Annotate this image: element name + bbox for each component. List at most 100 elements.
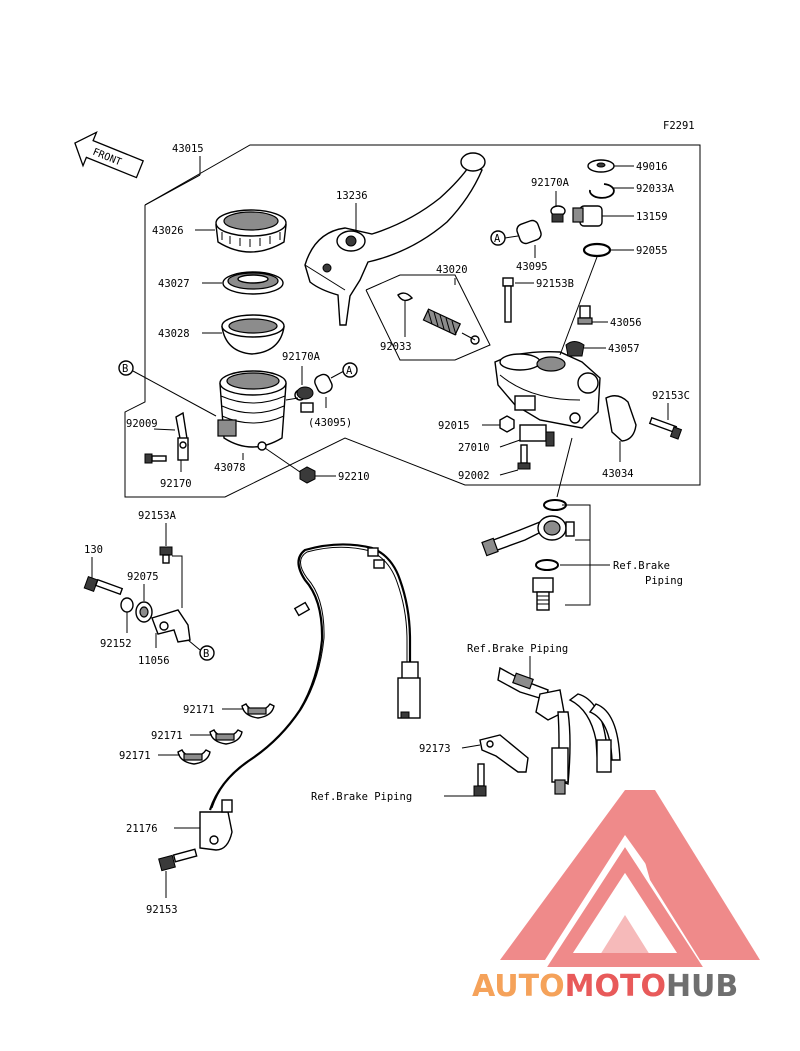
label-92153a: 92153A [138, 510, 177, 522]
watermark-auto: AUTO [472, 969, 565, 1004]
diaphragm-plate [222, 271, 284, 295]
front-arrow-icon: FRONT [74, 130, 145, 179]
watermark-moto: MOTO [565, 969, 666, 1004]
sensor-cable [208, 543, 412, 811]
banjo-fitting [481, 515, 575, 557]
label-43078: 43078 [214, 462, 246, 474]
brake-switch-27010 [519, 424, 555, 447]
label-43034: 43034 [602, 468, 634, 480]
fitting-13159 [572, 205, 603, 227]
label-ref-brake-piping-2: Ref.Brake Piping [467, 643, 568, 655]
reservoir-cap [215, 209, 287, 253]
diaphragm [221, 314, 285, 355]
label-49016: 49016 [636, 161, 668, 173]
hose-clamp-mid [296, 370, 345, 413]
label-ref-brake-piping-1b: Piping [645, 575, 683, 587]
label-92153b: 92153B [536, 278, 574, 290]
bracket-92173 [479, 734, 529, 773]
label-ref-brake-piping-3: Ref.Brake Piping [311, 791, 412, 803]
brake-lever [304, 152, 486, 326]
label-92075: 92075 [127, 571, 159, 583]
bolt-ref-brake [473, 763, 487, 797]
label-92015: 92015 [438, 420, 470, 432]
label-27010: 27010 [458, 442, 490, 454]
screw-92002 [517, 444, 531, 470]
hose-clamp-top [550, 205, 566, 223]
reservoir-bracket [175, 411, 189, 461]
label-92170a-top: 92170A [531, 177, 570, 189]
callout-b-lower [199, 645, 215, 661]
nut-92210 [299, 466, 316, 484]
reservoir-body [217, 370, 306, 451]
label-92002: 92002 [458, 470, 490, 482]
label-92210: 92210 [338, 471, 370, 483]
brake-hose-assembly [497, 666, 621, 795]
clip-92171-c [177, 749, 211, 765]
bolt-92153b [502, 277, 514, 323]
clip-92171-a [241, 703, 275, 719]
master-piston [397, 292, 480, 345]
label-43095-paren: (43095) [308, 417, 352, 429]
bolt-92009 [144, 453, 167, 464]
label-43028: 43028 [158, 328, 190, 340]
label-92173: 92173 [419, 743, 451, 755]
watermark-text: AUTOMOTOHUB [472, 969, 738, 1004]
callout-a-mid [342, 362, 358, 378]
sensor-connector [397, 661, 421, 719]
master-cylinder-body [494, 351, 601, 429]
callout-b-upper-label: B [122, 363, 128, 375]
bolt-130 [83, 576, 124, 596]
wheel-sensor-21176 [199, 799, 233, 851]
label-11056: 11056 [138, 655, 170, 667]
bleed-screw-43056 [577, 305, 593, 325]
watermark-logo-icon [500, 790, 760, 967]
washer-lower [535, 559, 559, 571]
label-92171-b: 92171 [151, 730, 183, 742]
figure-code: F2291 [663, 120, 695, 132]
callout-a-top-label: A [494, 233, 501, 245]
label-92171-a: 92171 [183, 704, 215, 716]
nut-92015 [499, 415, 515, 433]
label-92009: 92009 [126, 418, 158, 430]
label-43015: 43015 [172, 143, 204, 155]
circlip-92033a [589, 183, 615, 199]
label-43056: 43056 [610, 317, 642, 329]
label-43026: 43026 [152, 225, 184, 237]
oring-92055 [582, 242, 612, 258]
label-13236: 13236 [336, 190, 368, 202]
banjo-bolt [532, 577, 554, 611]
label-130: 130 [84, 544, 103, 556]
label-92171-c: 92171 [119, 750, 151, 762]
label-92033: 92033 [380, 341, 412, 353]
bolt-92153c [648, 416, 683, 440]
bleed-cap-43057 [565, 341, 585, 357]
clip-92171-b [209, 729, 243, 745]
washer-92152 [120, 597, 134, 613]
watermark-hub: HUB [666, 969, 738, 1004]
label-ref-brake-piping-1a: Ref.Brake [613, 560, 670, 572]
callout-b-lower-label: B [203, 648, 209, 660]
label-21176: 21176 [126, 823, 158, 835]
label-92153: 92153 [146, 904, 178, 916]
label-92033a: 92033A [636, 183, 675, 195]
bracket-11056 [151, 609, 191, 643]
label-43027: 43027 [158, 278, 190, 290]
assembly-frame [124, 144, 701, 498]
label-13159: 13159 [636, 211, 668, 223]
callout-b-upper [118, 360, 134, 376]
holder-43034 [605, 395, 637, 442]
label-92152: 92152 [100, 638, 132, 650]
hose-43095 [516, 219, 542, 245]
label-43057: 43057 [608, 343, 640, 355]
label-92055: 92055 [636, 245, 668, 257]
label-92170a-mid: 92170A [282, 351, 321, 363]
label-92153c: 92153C [652, 390, 690, 402]
label-92170: 92170 [160, 478, 192, 490]
label-43095-top: 43095 [516, 261, 548, 273]
bolt-92153 [158, 848, 198, 872]
label-43020: 43020 [436, 264, 468, 276]
piston-box [365, 274, 491, 361]
callout-a-mid-label: A [346, 365, 353, 377]
bolt-92153a [159, 546, 173, 564]
